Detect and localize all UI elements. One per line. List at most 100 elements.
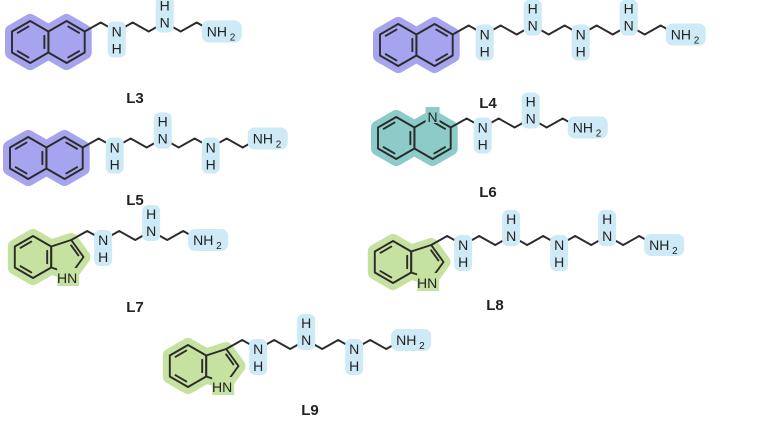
h-atom: H [526,94,536,110]
nh2-label: NH [671,27,691,43]
nh2-subscript: 2 [672,246,678,257]
nh2-subscript: 2 [216,241,222,252]
n-atom: N [554,237,564,253]
n-atom: N [158,131,168,147]
secondary-amine: NH [473,117,492,154]
nh2-label: NH [207,24,227,40]
nh2-label: NH [396,332,416,348]
secondary-amine: NH [345,339,364,376]
n-atom: N [110,140,120,156]
h-atom: H [602,211,612,227]
indole-nh-atom: HN [212,379,232,395]
h-atom: H [349,358,359,374]
n-atom: N [526,111,536,127]
secondary-amine: NH [107,21,126,58]
nh2-subscript: 2 [419,341,425,352]
h-atom: H [206,157,216,173]
h-atom: H [554,254,564,270]
secondary-amine: NH [475,24,494,61]
nh2-label: NH [573,120,593,136]
h-atom: H [158,114,168,130]
h-atom: H [112,41,122,57]
h-atom: H [506,211,516,227]
secondary-amine: NH [521,92,540,129]
n-atom: N [112,24,122,40]
secondary-amine: NH [105,137,124,174]
nh2-label: NH [193,232,213,248]
n-atom: N [478,120,488,136]
nh2-subscript: 2 [276,140,282,151]
compound-label: L8 [486,297,504,314]
secondary-amine: NH [249,339,268,376]
secondary-amine: NH [619,0,638,36]
n-atom: N [98,232,108,248]
compound-label: L5 [126,192,144,209]
nh2-label: NH [253,131,273,147]
secondary-amine: NH [550,235,569,272]
n-atom: N [576,27,586,43]
secondary-amine: NH [523,0,542,36]
n-atom: N [624,18,634,34]
h-atom: H [458,254,468,270]
compound-label: L7 [126,299,144,316]
n-atom: N [253,341,263,357]
n-atom: N [160,15,170,31]
secondary-amine: NH [201,137,220,174]
n-atom: N [146,223,156,239]
indole-nh-atom: HN [57,270,77,286]
h-atom: H [624,1,634,17]
nh2-subscript: 2 [694,36,700,47]
h-atom: H [528,1,538,17]
compound-label: L9 [301,402,319,419]
secondary-amine: NH [598,210,617,247]
nh2-label: NH [649,237,669,253]
secondary-amine: NH [502,210,521,247]
secondary-amine: NH [94,230,113,267]
compound-label: L4 [479,95,497,112]
compound-label: L6 [479,184,497,201]
n-atom: N [480,27,490,43]
secondary-amine: NH [454,235,473,272]
h-atom: H [478,137,488,153]
h-atom: H [146,206,156,222]
compound-label: L3 [126,90,144,107]
n-atom: N [301,332,311,348]
n-atom: N [602,228,612,244]
secondary-amine: NH [571,24,590,61]
secondary-amine: NH [153,112,172,149]
h-atom: H [480,44,490,60]
n-atom: N [528,18,538,34]
h-atom: H [576,44,586,60]
indole-nh-atom: HN [417,275,437,291]
h-atom: H [301,315,311,331]
n-atom: N [206,140,216,156]
h-atom: H [160,0,170,14]
n-atom: N [458,237,468,253]
secondary-amine: NH [155,0,174,33]
h-atom: H [253,358,263,374]
n-atom: N [349,341,359,357]
secondary-amine: NH [142,205,161,242]
nh2-subscript: 2 [596,129,602,140]
h-atom: H [110,157,120,173]
n-atom: N [506,228,516,244]
nh2-subscript: 2 [230,33,236,44]
secondary-amine: NH [297,314,316,351]
quinoline-n-atom: N [427,109,437,125]
h-atom: H [98,249,108,265]
